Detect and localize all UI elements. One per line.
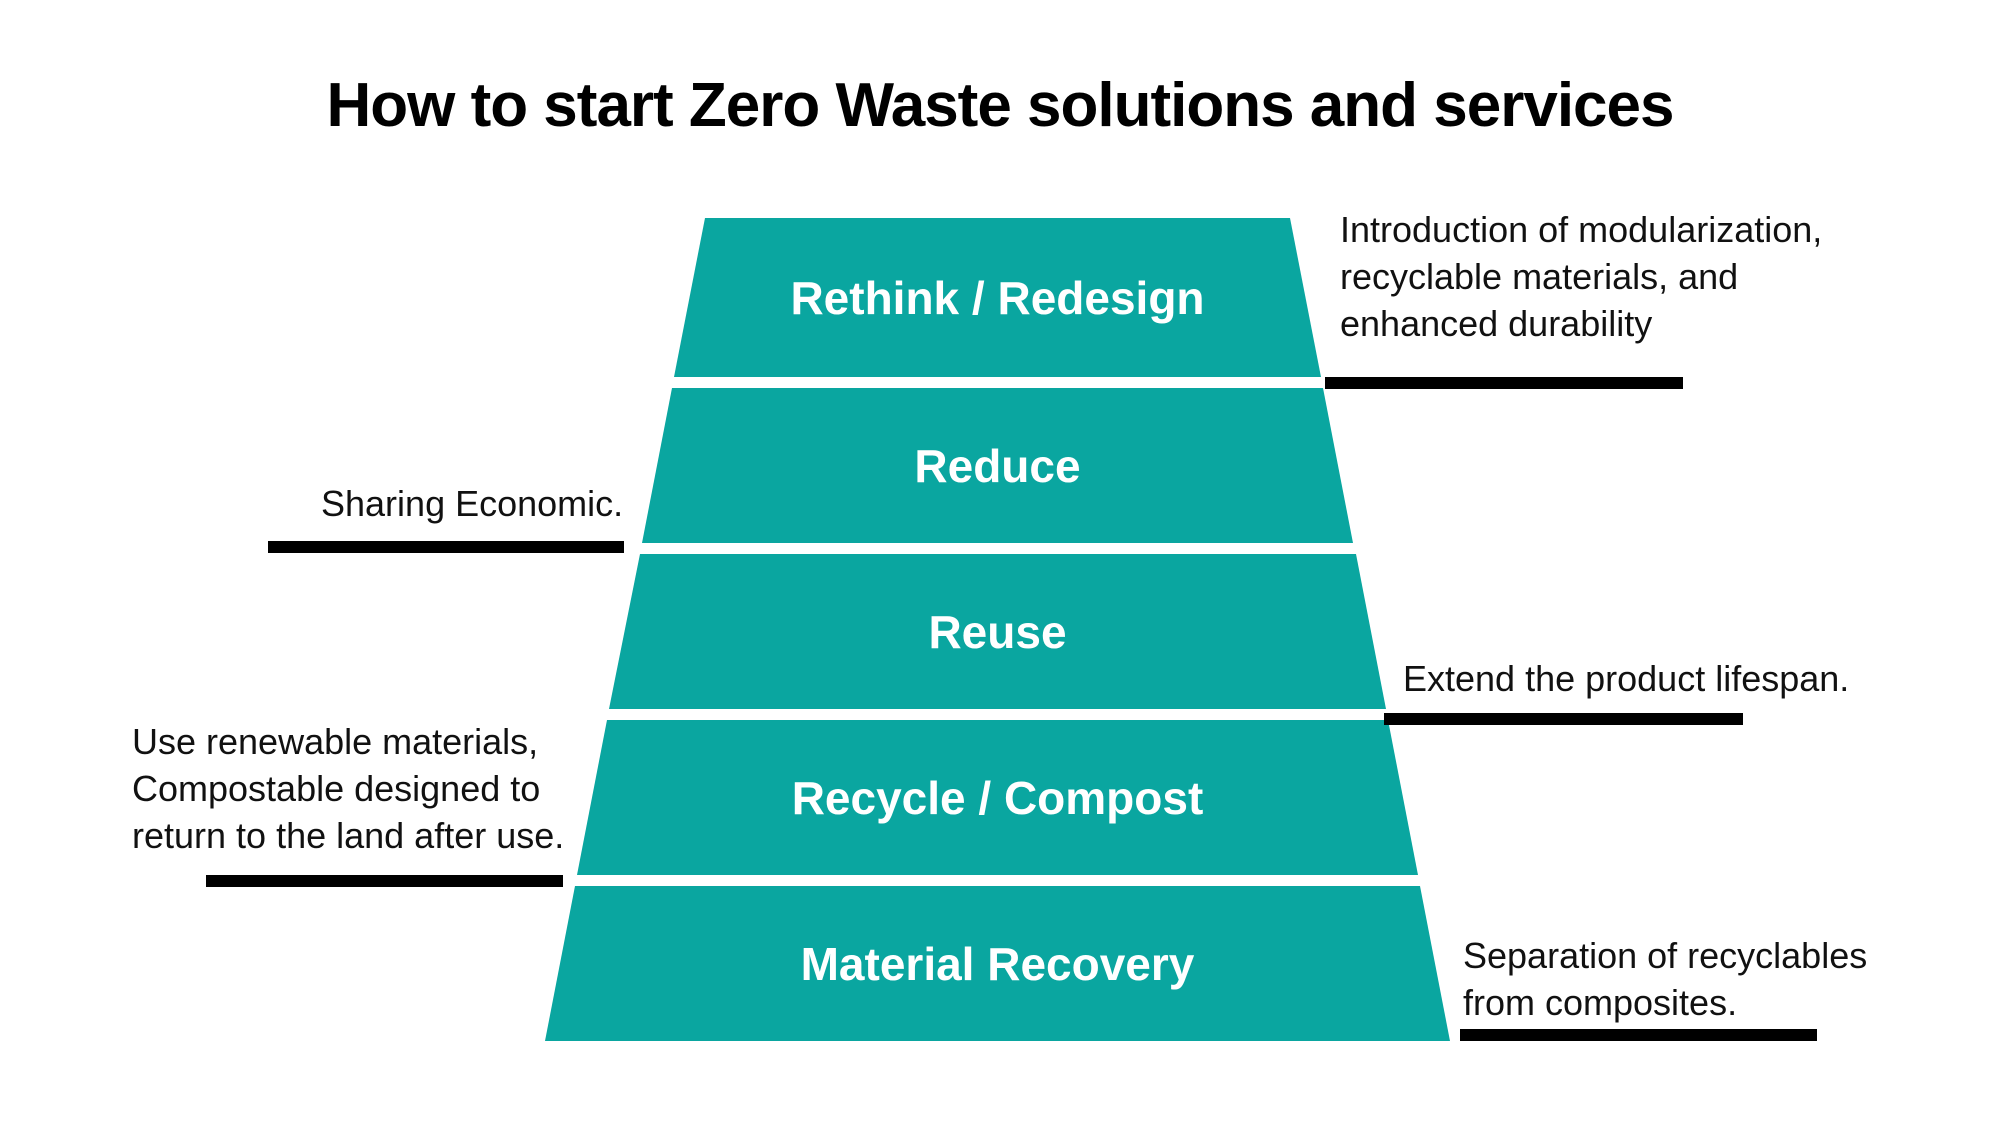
annotation-line: Extend the product lifespan. [1403,658,1850,699]
funnel-level-label: Recycle / Compost [791,771,1204,824]
underline-bar-reuse [1384,713,1743,725]
funnel-level-label: Material Recovery [800,937,1195,990]
funnel-level-label: Reuse [928,605,1067,658]
annotation-line: recyclable materials, and [1340,256,1739,297]
annotation-line: Introduction of modularization, [1340,209,1823,250]
funnel-level-rethink-redesign: Rethink / Redesign [674,218,1321,377]
funnel-level-reuse: Reuse [609,554,1386,709]
annotation-line: return to the land after use. [132,815,565,856]
annotation-line: Sharing Economic. [321,483,624,524]
annotation-recycle-compost: Use renewable materials, Compostable des… [132,718,564,859]
underline-bar-recycle-compost [206,875,563,887]
annotation-line: from composites. [1463,982,1738,1023]
annotation-rethink-redesign: Introduction of modularization, recyclab… [1340,206,1822,347]
underline-bar-rethink-redesign [1325,377,1683,389]
funnel-level-recycle-compost: Recycle / Compost [577,720,1418,875]
funnel-level-reduce: Reduce [642,388,1353,543]
annotation-reduce: Sharing Economic. [321,480,623,527]
annotation-line: Compostable designed to [132,768,541,809]
annotation-line: enhanced durability [1340,303,1653,344]
underline-bar-material-recovery [1460,1029,1817,1041]
underline-bar-reduce [268,541,624,553]
annotation-material-recovery: Separation of recyclables from composite… [1463,932,1867,1026]
funnel-level-label: Rethink / Redesign [790,271,1205,324]
page-title: How to start Zero Waste solutions and se… [326,71,1674,140]
annotation-line: Use renewable materials, [132,721,539,762]
annotation-line: Separation of recyclables [1463,935,1868,976]
annotation-reuse: Extend the product lifespan. [1403,655,1849,702]
funnel-level-label: Reduce [914,439,1081,492]
funnel-level-material-recovery: Material Recovery [545,886,1450,1041]
